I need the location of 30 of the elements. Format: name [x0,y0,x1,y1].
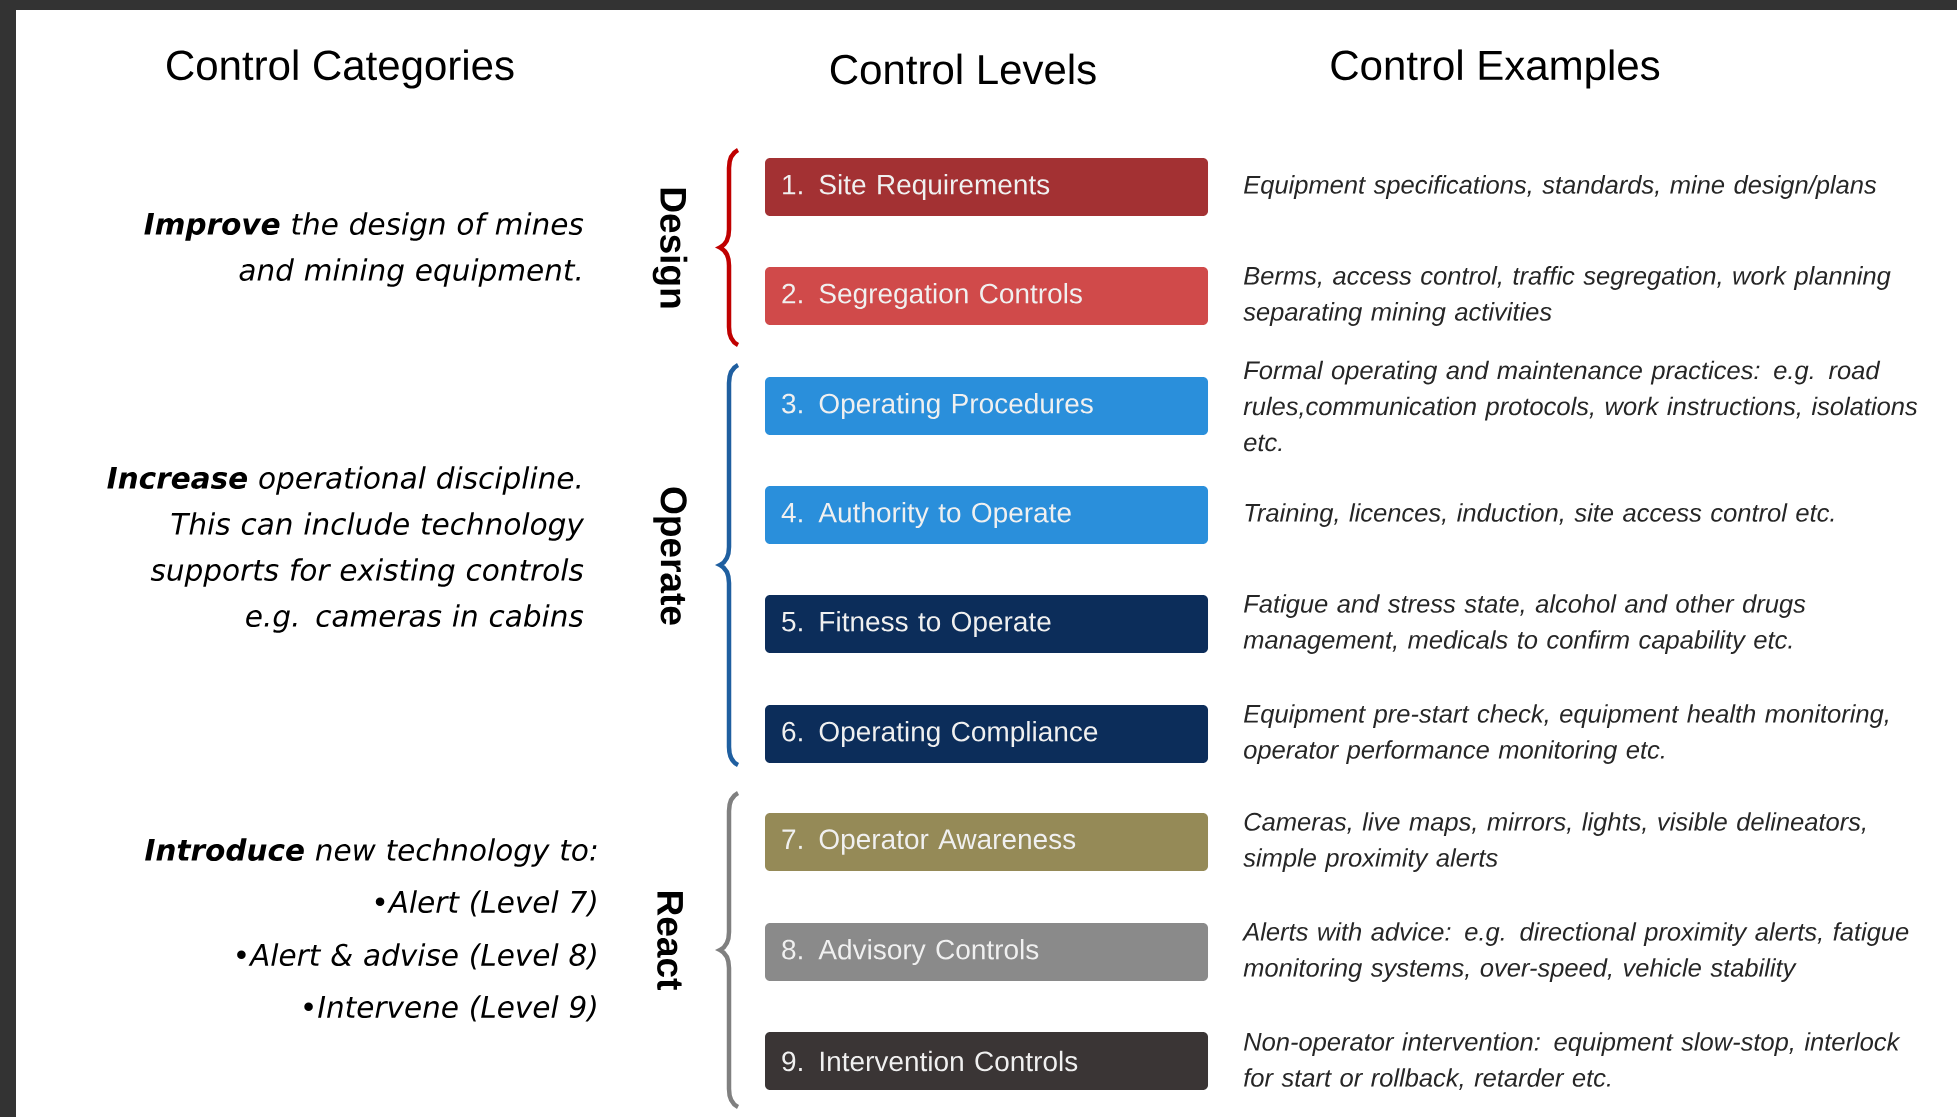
level-box: 7. Operator Awareness [765,813,1208,871]
category-text: •Intervene (Level 9) [304,995,596,1022]
level-box: 4. Authority to Operate [765,486,1208,544]
group-label: Operate [653,487,687,625]
category-text: Improve the design of mines and mining equipment. [144,212,584,287]
group-label: React [657,892,683,990]
example-text: Formal operating and maintenance practices: e.g. road rules,communication protocols, work instructions, isolations etc. [1243,360,1918,452]
example-text: Equipment pre-start check, equipment health monitoring, operator performance monitoring etc. [1244,704,1888,764]
example-text: Alerts with advice: e.g. directional proximity alerts, fatigue monitoring systems, over-speed, vehicle stability [1241,922,1909,982]
level-box: 9. Intervention Controls [765,1032,1208,1090]
example-text: Fatigue and stress state, alcohol and other drugs management, medicals to confirm capability etc. [1243,594,1806,654]
column-heading: Control Categories [167,49,514,89]
example-text: Non-operator intervention: equipment slow-stop, interlock for start or rollback, retarder etc. [1244,1032,1901,1090]
column-heading: Control Examples [1331,49,1660,89]
example-text: Cameras, live maps, mirrors, lights, visible delineators, simple proximity alerts [1243,812,1866,872]
category-text: •Alert (Level 7) [375,890,596,917]
category-text: Introduce new technology to: [145,838,597,867]
level-box: 8. Advisory Controls [765,923,1208,981]
level-box: 5. Fitness to Operate [765,595,1208,653]
example-text: Training, licences, induction, site access control etc. [1245,503,1834,527]
level-box: 2. Segregation Controls [765,267,1208,325]
group-label: Design [652,188,688,308]
category-text: Increase operational discipline. This can include technology supports for existing controls e.g. cameras in cabins [107,466,585,633]
example-text: Berms, access control, traffic segregation, work planning separating mining activities [1243,266,1891,326]
column-heading: Control Levels [830,53,1096,85]
example-text: Equipment specifications, standards, mine design/plans [1244,175,1877,199]
level-box: 1. Site Requirements [765,158,1208,216]
category-text: •Alert & advise (Level 8) [237,943,596,970]
level-box: 6. Operating Compliance [765,705,1208,763]
level-box: 3. Operating Procedures [765,377,1208,435]
